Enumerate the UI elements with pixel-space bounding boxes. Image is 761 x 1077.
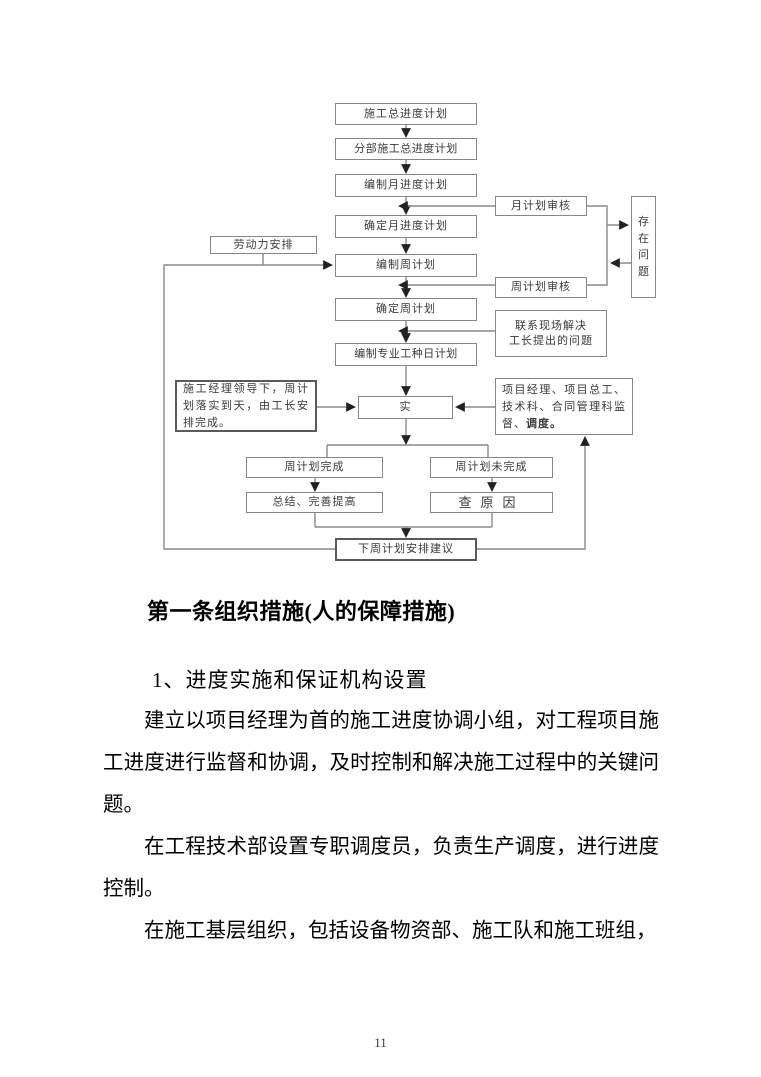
flow-box-summary-improve: 总结、完善提高 — [246, 492, 383, 513]
flow-box-week-confirm: 确定周计划 — [335, 298, 477, 321]
flowchart-connectors — [163, 125, 631, 550]
flow-box-supervision: 项目经理、项目总工、技术科、合同管理科监督、调度。 — [495, 378, 633, 435]
flow-box-daily-plan: 编制专业工种日计划 — [335, 343, 477, 366]
flow-box-supervision-text: 项目经理、项目总工、技术科、合同管理科监督、 — [502, 384, 626, 430]
paragraph: 建立以项目经理为首的施工进度协调小组，对工程项目施工进度进行监督和协调，及时控制… — [103, 710, 659, 816]
flow-box-sub-total-schedule: 分部施工总进度计划 — [335, 138, 477, 160]
flow-box-week-not-done: 周计划未完成 — [430, 457, 553, 478]
flow-box-week-prepare: 编制周计划 — [335, 254, 477, 277]
flow-box-contact-site: 联系现场解决 工长提出的问题 — [495, 310, 607, 357]
list-item-1: 1、进度实施和保证机构设置 — [152, 668, 428, 692]
flow-box-manager-lead: 施工经理领导下，周计划落实到天，由工长安排完成。 — [175, 380, 317, 432]
flow-box-labor-arrangement: 劳动力安排 — [210, 236, 317, 254]
body-text: 建立以项目经理为首的施工进度协调小组，对工程项目施工进度进行监督和协调，及时控制… — [103, 700, 659, 952]
paragraph: 在施工基层组织，包括设备物资部、施工队和施工班组， — [144, 920, 657, 942]
flow-box-next-week-suggestion: 下周计划安排建议 — [335, 538, 477, 561]
flow-box-month-confirm: 确定月进度计划 — [335, 215, 477, 238]
paragraph: 在工程技术部设置专职调度员，负责生产调度，进行进度控制。 — [103, 836, 659, 900]
section-heading: 第一条组织措施(人的保障措施) — [147, 599, 456, 624]
page-number: 11 — [374, 1035, 387, 1050]
flow-box-problem: 存在 问题 — [631, 196, 656, 298]
schedule-flowchart: 施工总进度计划 分部施工总进度计划 编制月进度计划 确定月进度计划 编制周计划 … — [155, 95, 665, 575]
flow-box-find-cause: 查原因 — [430, 492, 553, 513]
flow-box-month-review: 月计划审核 — [495, 196, 587, 216]
flow-box-week-done: 周计划完成 — [246, 457, 383, 478]
flow-box-week-review: 周计划审核 — [495, 277, 587, 298]
flow-box-supervision-bold: 调度。 — [526, 418, 562, 430]
flow-box-implement: 实 — [358, 396, 453, 419]
flow-box-total-schedule: 施工总进度计划 — [335, 103, 477, 125]
flow-box-month-prepare: 编制月进度计划 — [335, 174, 477, 197]
